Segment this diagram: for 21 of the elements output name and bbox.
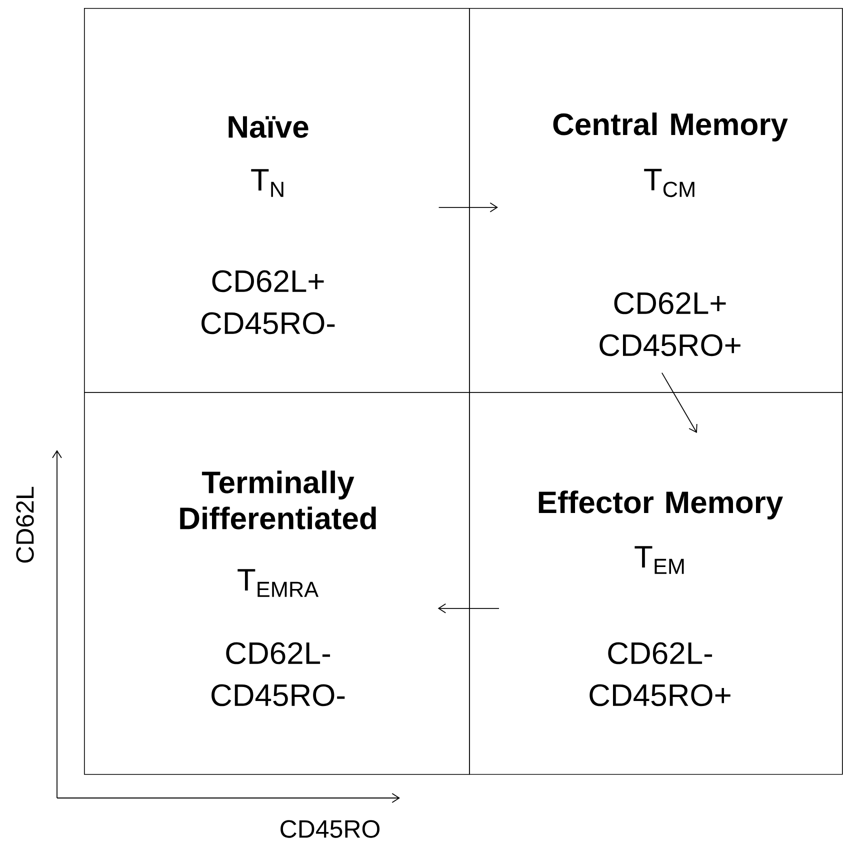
quadrant-box [469,8,843,393]
arrow [438,603,500,614]
axis-label: CD62L [16,486,34,563]
cell-type-symbol: T$_{N}$ [251,169,284,197]
arrow [661,372,698,433]
quadrant-box [84,392,470,775]
axis-label: CD45RO [280,820,380,838]
cell-type-symbol: T$_{EM}$ [634,546,684,574]
cell-type-symbol: T$_{CM}$ [644,168,694,198]
marker-text: CD62L- CD45RO+ [590,642,730,706]
quadrant-title: Naïve [228,116,308,138]
arrow [438,202,498,212]
quadrant-title: Central Memory [553,112,788,142]
marker-text: CD62L+ CD45RO- [202,270,335,334]
quadrant-title: Terminally Differentiated [180,470,376,530]
cell-type-symbol: T$_{EMRA}$ [238,569,319,597]
marker-text: CD62L+ CD45RO+ [600,292,740,356]
quadrant-box [84,8,470,393]
quadrant-title: Effector Memory [538,490,783,520]
quadrant-box [469,392,843,775]
marker-text: CD62L- CD45RO- [212,642,345,706]
